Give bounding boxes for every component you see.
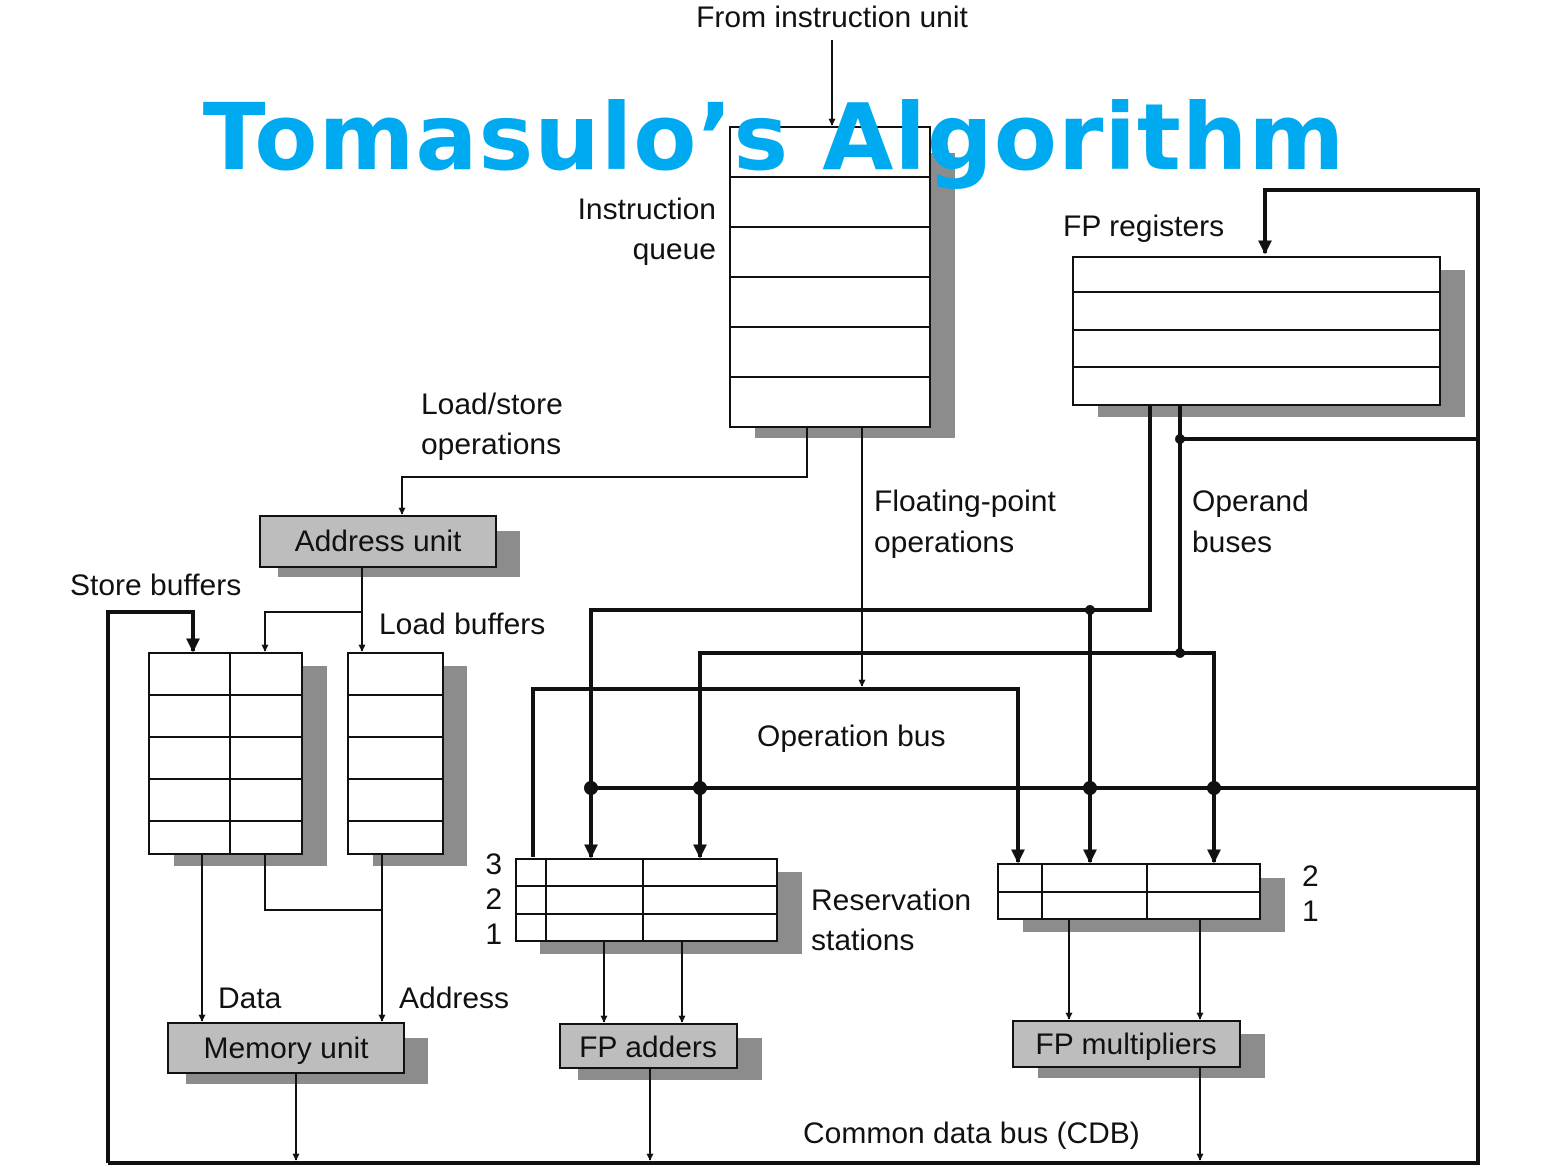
reservation-stations-label-1: Reservation xyxy=(811,884,971,917)
adder-station-number-2: 2 xyxy=(485,883,502,916)
memory-unit-label: Memory unit xyxy=(203,1032,369,1065)
adder-station-number-1: 1 xyxy=(485,918,502,951)
operand-buses-label-1: Operand xyxy=(1192,485,1309,518)
store-buffers-label: Store buffers xyxy=(70,569,241,602)
operand-buses-label-2: buses xyxy=(1192,526,1272,559)
operand-bus-1 xyxy=(584,405,1152,859)
memory-unit: Memory unit xyxy=(167,1022,428,1084)
operation-bus xyxy=(531,687,1025,864)
cdb-to-store-buffers xyxy=(106,610,200,1163)
store-buffers xyxy=(148,652,327,866)
common-data-bus xyxy=(108,188,1480,1165)
adder-reservation-stations xyxy=(515,858,802,954)
fp-multipliers-label: FP multipliers xyxy=(1035,1028,1216,1061)
operation-bus-label: Operation bus xyxy=(757,720,945,753)
load-store-arrow xyxy=(398,427,808,515)
fp-adders-label: FP adders xyxy=(579,1031,717,1064)
address-unit: Address unit xyxy=(259,515,520,577)
multiplier-station-number-2: 2 xyxy=(1302,860,1319,893)
reservation-stations-label-2: stations xyxy=(811,924,914,957)
slide-title: Tomasulo’s Algorithm xyxy=(202,84,1346,191)
store-address-line xyxy=(264,854,382,911)
multiplier-reservation-stations xyxy=(997,863,1285,932)
instruction-queue xyxy=(729,126,955,438)
from-instruction-unit-label: From instruction unit xyxy=(696,1,968,34)
fp-multipliers: FP multipliers xyxy=(1012,1020,1265,1078)
fp-registers xyxy=(1072,256,1465,417)
address-label: Address xyxy=(399,982,509,1015)
operand-bus-2 xyxy=(693,405,1182,859)
multiplier-station-number-1: 1 xyxy=(1302,895,1319,928)
data-label: Data xyxy=(218,982,282,1015)
load-buffers xyxy=(347,652,467,866)
instruction-queue-label-2: queue xyxy=(633,233,716,266)
load-buffers-label: Load buffers xyxy=(379,608,545,641)
address-to-store-arrow xyxy=(261,567,363,652)
bus-junctions xyxy=(584,434,1221,795)
floating-point-label-1: Floating-point xyxy=(874,485,1056,518)
instruction-queue-label-1: Instruction xyxy=(578,193,716,226)
address-unit-label: Address unit xyxy=(295,525,462,558)
adder-station-number-3: 3 xyxy=(485,848,502,881)
common-data-bus-label: Common data bus (CDB) xyxy=(803,1117,1140,1150)
operand-bus-2-mult xyxy=(1180,651,1221,864)
load-store-label-1: Load/store xyxy=(421,388,563,421)
load-store-label-2: operations xyxy=(421,428,561,461)
fp-registers-label: FP registers xyxy=(1063,210,1224,243)
floating-point-label-2: operations xyxy=(874,526,1014,559)
fp-adders: FP adders xyxy=(559,1023,762,1080)
